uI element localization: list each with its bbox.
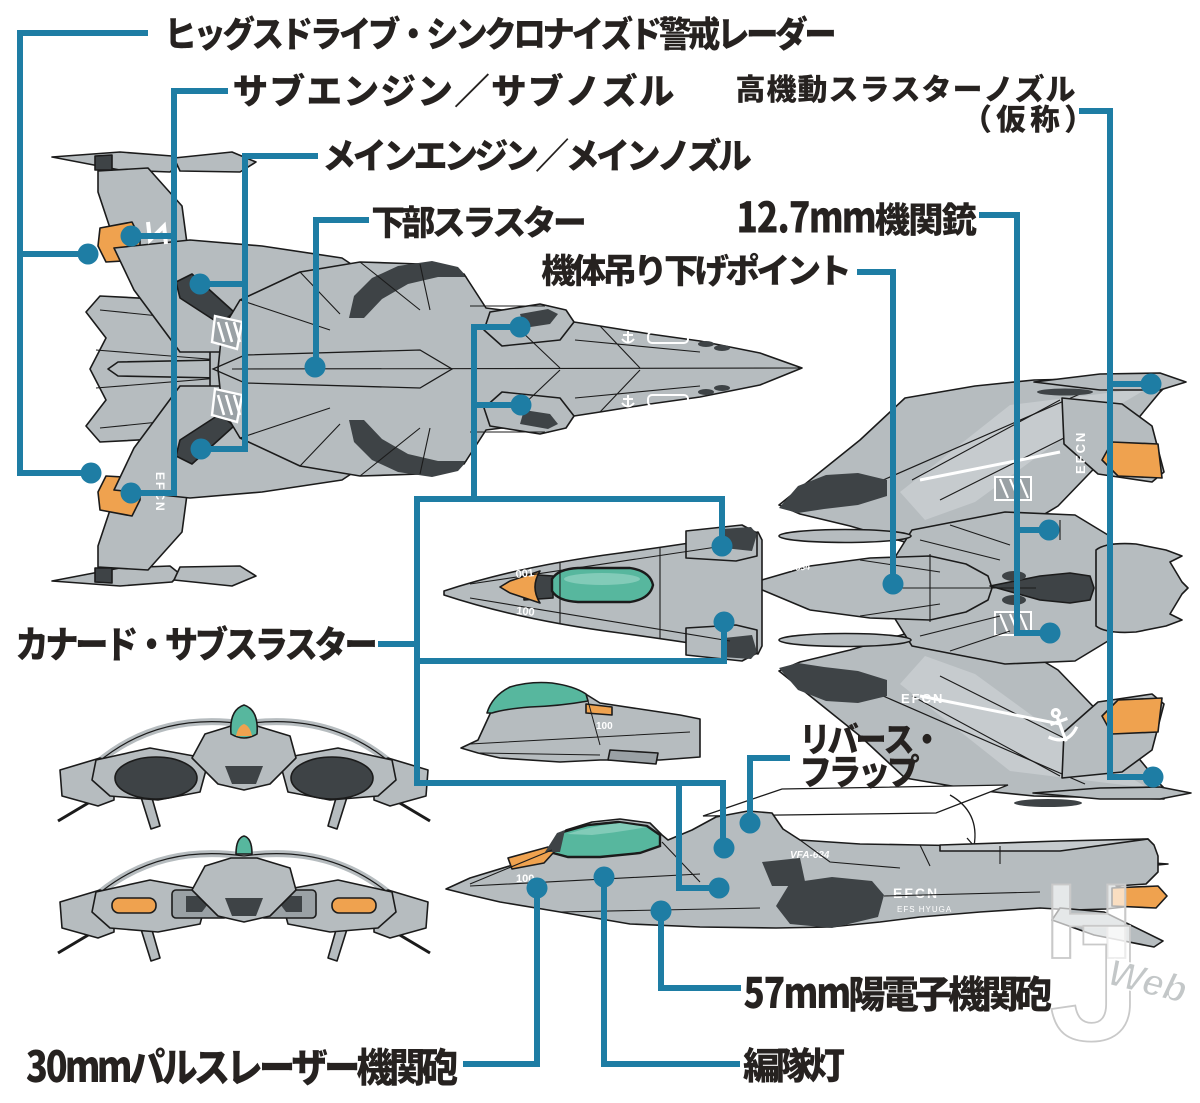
svg-text:100: 100 (596, 721, 613, 732)
svg-text:H: H (1044, 861, 1134, 981)
svg-text:100: 100 (516, 605, 536, 619)
svg-text:EFCN: EFCN (1073, 431, 1088, 474)
svg-text:VFA-634: VFA-634 (766, 606, 810, 621)
svg-text:001: 001 (515, 567, 535, 581)
svg-text:VFA-634: VFA-634 (774, 562, 810, 574)
svg-text:EFCN: EFCN (901, 691, 944, 706)
svg-text:J: J (1049, 891, 1141, 1076)
svg-text:EFCN: EFCN (893, 885, 939, 901)
svg-text:EFS HYUGA: EFS HYUGA (897, 905, 952, 914)
svg-text:VFA-634: VFA-634 (790, 850, 830, 861)
